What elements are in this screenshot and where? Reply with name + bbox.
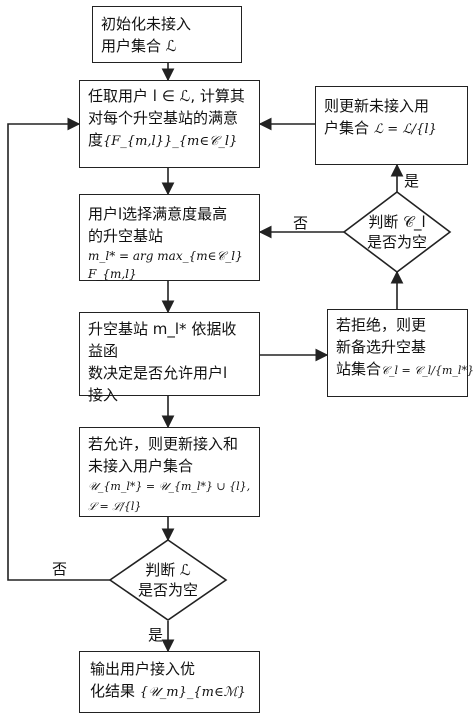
decide-line3: 接入 bbox=[88, 386, 119, 404]
reject-line3-prefix: 站集合 bbox=[336, 360, 382, 378]
decide-box: 升空基站 m_l* 依据收益函 数决定是否允许用户l 接入 bbox=[79, 312, 260, 404]
output-line2: 化结果 {𝒰_m}_{m∈ℳ} bbox=[90, 680, 249, 704]
init-box: 初始化未接入 用户集合 ℒ bbox=[92, 6, 242, 63]
decide-line1: 升空基站 m_l* 依据收益函 bbox=[88, 320, 237, 360]
judge-C-text: 判断 𝒞_l 是否为空 bbox=[354, 212, 440, 252]
judge-L-no-label: 否 bbox=[52, 560, 68, 578]
judge-L-text: 判断 ℒ 是否为空 bbox=[120, 560, 216, 600]
pick-line1: 任取用户 l ∈ ℒ, 计算其 bbox=[88, 87, 245, 105]
satisfaction-set-formula: {F_{m,l}}_{m∈𝒞_l} bbox=[103, 134, 238, 149]
select-line2-prefix: 的升空基站 bbox=[88, 227, 164, 245]
judge-C-diamond bbox=[342, 190, 452, 274]
judge-C-line2: 是否为空 bbox=[366, 233, 427, 251]
output-line2-prefix: 化结果 bbox=[90, 682, 136, 700]
allow-line2: 未接入用户集合 bbox=[88, 457, 194, 475]
output-box: 输出用户接入优 化结果 {𝒰_m}_{m∈ℳ} bbox=[79, 651, 260, 713]
judge-L-line1: 判断 ℒ bbox=[145, 561, 191, 579]
update-line2-prefix: 户集合 bbox=[324, 119, 370, 137]
update-formula: ℒ = ℒ/{l} bbox=[373, 122, 437, 137]
judge-C-no-label: 否 bbox=[293, 214, 309, 232]
judge-L-yes-label: 是 bbox=[148, 626, 164, 644]
pick-line3-prefix: 度 bbox=[88, 131, 104, 149]
init-line2: 用户集合 ℒ bbox=[101, 37, 177, 55]
reject-line1: 若拒绝，则更 bbox=[336, 316, 427, 334]
update-line2: 户集合 ℒ = ℒ/{l} bbox=[324, 117, 459, 141]
judge-L-diamond bbox=[108, 539, 228, 621]
allow-line1: 若允许，则更新接入和 bbox=[88, 435, 239, 453]
pick-line3: 度{F_{m,l}}_{m∈𝒞_l} bbox=[88, 129, 251, 153]
arrow-judgeL-no-loop bbox=[7, 117, 110, 581]
judge-C-line1: 判断 𝒞_l bbox=[368, 213, 426, 231]
init-line1: 初始化未接入 bbox=[101, 15, 192, 33]
reject-line2: 新备选升空基 bbox=[336, 338, 427, 356]
reject-formula: 𝒞_l = 𝒞_l/{m_l*} bbox=[381, 364, 474, 377]
decide-line2: 数决定是否允许用户l bbox=[88, 364, 228, 382]
update-line1: 则更新未接入用 bbox=[324, 97, 430, 115]
select-line2: 的升空基站 bbox=[88, 225, 251, 247]
judge-C-yes-label: 是 bbox=[404, 172, 420, 190]
reject-line3: 站集合𝒞_l = 𝒞_l/{m_l*} bbox=[336, 358, 474, 382]
select-box: 用户l选择满意度最高 的升空基站 m_l* = arg max_{m∈𝒞_l} … bbox=[79, 194, 260, 281]
allow-box: 若允许，则更新接入和 未接入用户集合 𝒰_{m_l*} = 𝒰_{m_l*} ∪… bbox=[79, 427, 260, 517]
output-formula: {𝒰_m}_{m∈ℳ} bbox=[139, 685, 246, 700]
output-line1: 输出用户接入优 bbox=[90, 660, 196, 678]
allow-update-formula: 𝒰_{m_l*} = 𝒰_{m_l*} ∪ {l}, ℒ = ℒ/{l} bbox=[88, 480, 251, 513]
argmax-formula: m_l* = arg max_{m∈𝒞_l} F_{m,l} bbox=[88, 249, 243, 281]
judge-L-line2: 是否为空 bbox=[137, 581, 198, 599]
pick-line2: 对每个升空基站的满意 bbox=[88, 109, 239, 127]
reject-box: 若拒绝，则更 新备选升空基 站集合𝒞_l = 𝒞_l/{m_l*} bbox=[327, 309, 474, 397]
pick-box: 任取用户 l ∈ ℒ, 计算其 对每个升空基站的满意 度{F_{m,l}}_{m… bbox=[79, 80, 260, 168]
select-line1: 用户l选择满意度最高 bbox=[88, 205, 228, 223]
update-box: 则更新未接入用 户集合 ℒ = ℒ/{l} bbox=[315, 86, 468, 165]
